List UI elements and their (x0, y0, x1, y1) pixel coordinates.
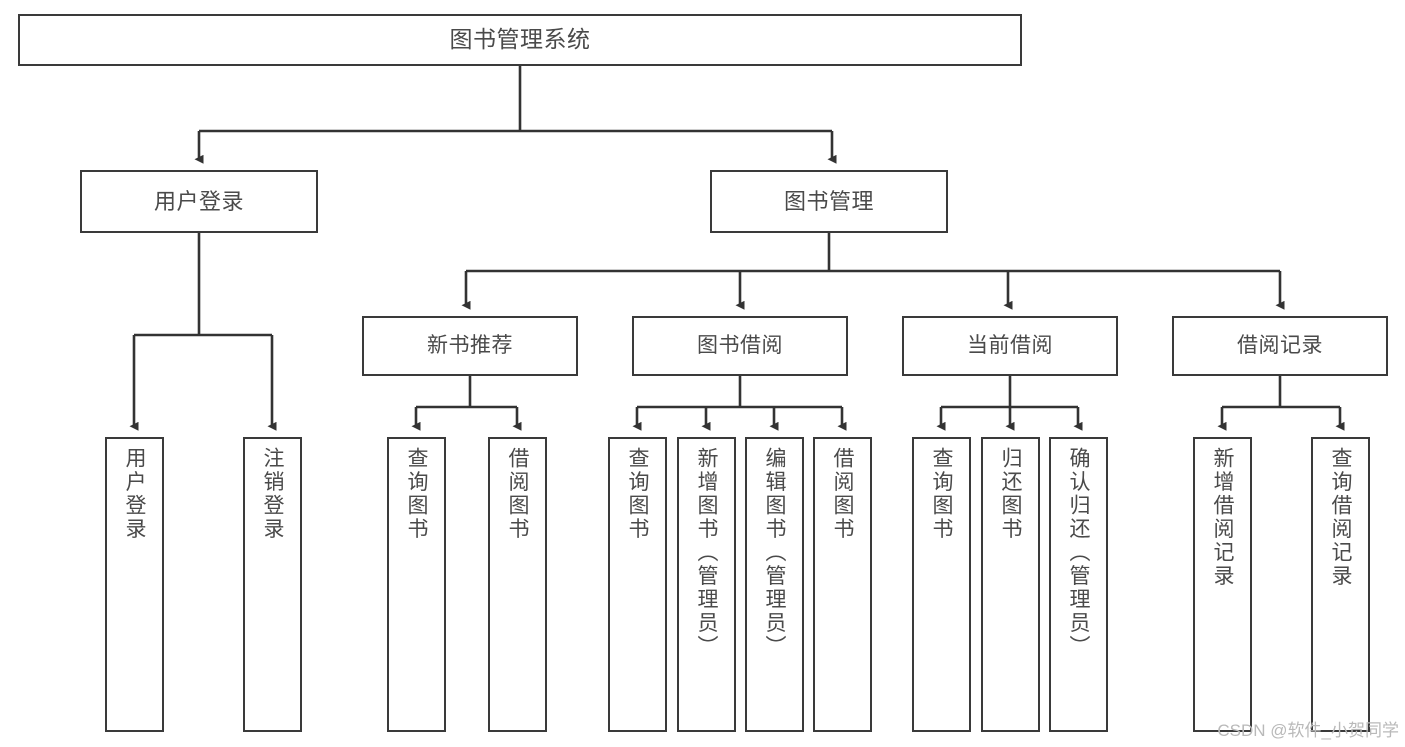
node-label: 用户登录 (123, 447, 146, 541)
leaf-new-book-query-books[interactable]: 查询图书 (387, 437, 446, 732)
node-label: 确认归还（管理员） (1067, 447, 1090, 659)
node-label: 借阅图书 (506, 447, 529, 541)
node-label: 图书管理 (783, 188, 874, 214)
leaf-confirm-return-admin[interactable]: 确认归还（管理员） (1049, 437, 1108, 732)
node-label: 归还图书 (999, 447, 1022, 541)
leaf-borrow-books[interactable]: 借阅图书 (813, 437, 872, 732)
csdn-watermark: CSDN @软件_小贺同学 (1217, 721, 1399, 740)
leaf-add-borrow-record[interactable]: 新增借阅记录 (1193, 437, 1252, 732)
node-book-borrowing[interactable]: 图书借阅 (632, 316, 848, 376)
leaf-edit-book-admin[interactable]: 编辑图书（管理员） (745, 437, 804, 732)
node-label: 新增借阅记录 (1211, 447, 1234, 588)
leaf-query-borrow-record[interactable]: 查询借阅记录 (1311, 437, 1370, 732)
node-root-book-management-system[interactable]: 图书管理系统 (18, 14, 1022, 66)
node-label: 查询借阅记录 (1329, 447, 1352, 588)
node-label: 查询图书 (626, 447, 649, 541)
leaf-add-book-admin[interactable]: 新增图书（管理员） (677, 437, 736, 732)
leaf-borrow-query-books[interactable]: 查询图书 (608, 437, 667, 732)
leaf-new-book-borrow-books[interactable]: 借阅图书 (488, 437, 547, 732)
node-label: 新增图书（管理员） (695, 447, 718, 659)
node-user-login[interactable]: 用户登录 (80, 170, 318, 233)
node-label: 注销登录 (261, 447, 284, 541)
node-borrowing-record[interactable]: 借阅记录 (1172, 316, 1388, 376)
node-new-book-recommendation[interactable]: 新书推荐 (362, 316, 578, 376)
node-current-borrowing[interactable]: 当前借阅 (902, 316, 1118, 376)
node-label: 查询图书 (405, 447, 428, 541)
node-label: 查询图书 (930, 447, 953, 541)
node-label: 图书管理系统 (449, 26, 591, 53)
node-book-management[interactable]: 图书管理 (710, 170, 948, 233)
node-label: 新书推荐 (427, 333, 513, 357)
leaf-logout[interactable]: 注销登录 (243, 437, 302, 732)
node-label: 当前借阅 (967, 333, 1053, 357)
leaf-return-books[interactable]: 归还图书 (981, 437, 1040, 732)
node-label: 编辑图书（管理员） (763, 447, 786, 659)
node-label: 借阅图书 (831, 447, 854, 541)
leaf-user-login[interactable]: 用户登录 (105, 437, 164, 732)
node-label: 借阅记录 (1237, 333, 1323, 357)
node-label: 用户登录 (153, 188, 244, 214)
node-label: 图书借阅 (697, 333, 783, 357)
leaf-current-query-books[interactable]: 查询图书 (912, 437, 971, 732)
